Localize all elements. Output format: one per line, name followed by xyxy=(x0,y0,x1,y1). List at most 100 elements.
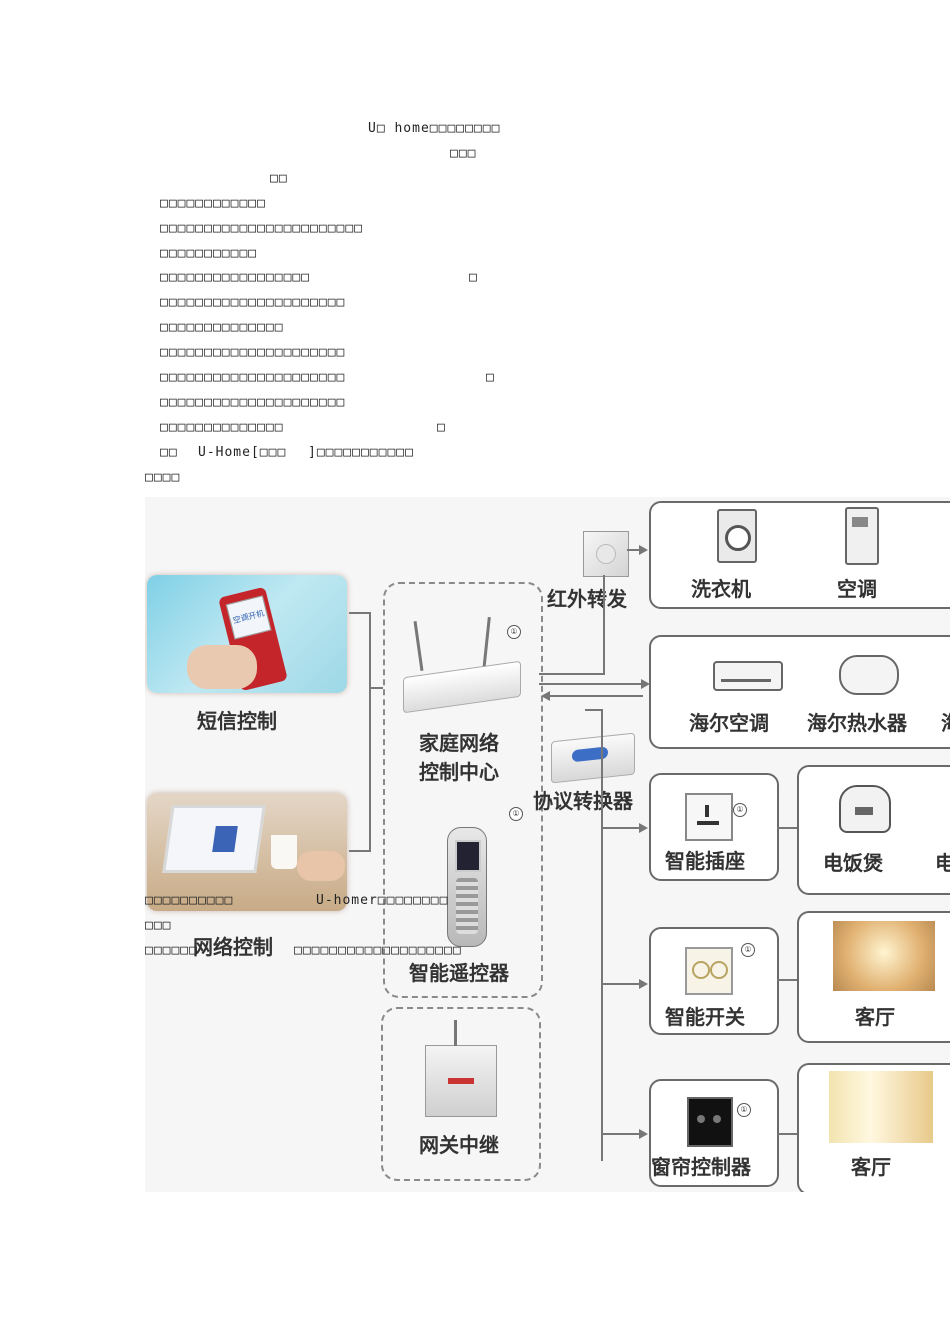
overlay-line: □□□□□□□□□□ xyxy=(145,893,234,908)
gateway-icon xyxy=(425,1020,497,1117)
arrow-icon xyxy=(639,545,648,555)
connector xyxy=(777,1133,799,1135)
smart-home-network-diagram: 空调开机 短信控制 网络控制 ① 家庭网络 控制中心 ① 智能遥控器 网关中继 xyxy=(145,497,950,1192)
connector xyxy=(601,709,603,1161)
connector xyxy=(585,709,603,711)
socket-icon xyxy=(685,793,733,841)
haier-extra-label: 海 xyxy=(941,707,950,736)
laptop-screen-icon xyxy=(162,805,266,873)
body-line: □□□□□□□□□□□□□□ xyxy=(160,420,284,435)
overlay-line: □□□ xyxy=(145,918,172,933)
wall-aircon-icon xyxy=(713,661,783,691)
water-heater-icon xyxy=(839,655,899,695)
aircon-label: 空调 xyxy=(837,577,877,601)
connector xyxy=(777,827,799,829)
rice-cooker-label: 电饭煲 xyxy=(823,851,883,875)
badge-icon: ① xyxy=(737,1103,751,1117)
haier-aircon-label: 海尔空调 xyxy=(689,711,769,735)
badge-icon: ① xyxy=(507,625,521,639)
connector xyxy=(601,827,641,829)
body-line: □□□□□□□□□□□□ xyxy=(160,196,266,211)
body-line: □□ xyxy=(160,445,178,460)
connector xyxy=(627,549,641,551)
living-room-label-1: 客厅 xyxy=(855,1005,895,1029)
ir-forwarder-icon xyxy=(583,531,629,577)
aircon-tower-icon xyxy=(845,507,879,565)
body-line: □□□□□□□□□□□ xyxy=(160,246,258,261)
arrow-icon xyxy=(639,979,648,989)
badge-icon: ① xyxy=(733,803,747,817)
body-line-trail: □ xyxy=(486,370,495,385)
hand-shape xyxy=(297,851,345,881)
protocol-converter-icon xyxy=(551,732,635,784)
connector xyxy=(539,673,605,675)
connector xyxy=(349,850,371,852)
badge-icon: ① xyxy=(741,943,755,957)
washer-label: 洗衣机 xyxy=(691,577,751,601)
connector xyxy=(601,983,641,985)
body-line: □□□□□□□□□□□□□□□□□□□□□ xyxy=(160,345,346,360)
hand-shape xyxy=(187,645,257,689)
section-heading: □□ xyxy=(270,171,288,186)
connector xyxy=(349,612,371,614)
body-line: □□□□□□□□□□□□□□□□□□□□□ xyxy=(160,395,346,410)
control-center-group xyxy=(383,582,543,998)
web-control-label: 网络控制 xyxy=(193,935,273,959)
body-line-trail: □ xyxy=(437,420,446,435)
body-line: U-Home[□□□ xyxy=(198,445,287,460)
connector xyxy=(603,575,605,673)
sms-control-photo: 空调开机 xyxy=(147,575,347,693)
overlay-line: □□□□□□□□□□□□□□□□□□□ xyxy=(294,943,462,958)
ir-forward-label: 红外转发 xyxy=(547,587,627,611)
web-control-photo xyxy=(147,793,347,911)
smart-socket-label: 智能插座 xyxy=(665,849,745,873)
overlay-line: U-homer□□□□□□□□ xyxy=(316,893,449,908)
remote-icon xyxy=(447,827,487,947)
network-center-label: 家庭网络 控制中心 xyxy=(419,731,499,784)
body-line: ]□□□□□□□□□□□ xyxy=(308,445,414,460)
connector xyxy=(601,1133,641,1135)
protocol-converter-label: 协议转换器 xyxy=(533,789,633,813)
body-line: □□□□ xyxy=(145,470,181,485)
living-room-photo xyxy=(833,921,935,991)
washer-icon xyxy=(717,509,757,563)
curtain-room-photo xyxy=(829,1071,933,1143)
rice-cooker-icon xyxy=(839,785,891,833)
body-line: □□□□□□□□□□□□□□□□□□□□□ xyxy=(160,295,346,310)
body-line: □□□□□□□□□□□□□□□□□ xyxy=(160,270,311,285)
screen-panel xyxy=(212,826,238,852)
living-room-label-2: 客厅 xyxy=(851,1155,891,1179)
gateway-group xyxy=(381,1007,541,1181)
body-line: □□□□□□□□□□□□□□□□□□□□□ xyxy=(160,370,346,385)
body-line: □□□□□□□□□□□□□□□□□□□□□□□ xyxy=(160,221,364,236)
overlay-line: □□□□□□ xyxy=(145,943,198,958)
connector xyxy=(549,695,643,697)
appliance-group-ir xyxy=(649,501,950,609)
curtain-controller-label: 窗帘控制器 xyxy=(651,1155,751,1179)
doc-title: U□ home□□□□□□□□ xyxy=(368,121,501,136)
gateway-relay-label: 网关中继 xyxy=(419,1133,499,1157)
haier-heater-label: 海尔热水器 xyxy=(807,711,907,735)
badge-icon: ① xyxy=(509,807,523,821)
arrow-icon xyxy=(639,823,648,833)
phone-screen: 空调开机 xyxy=(225,595,272,640)
router-icon xyxy=(403,616,521,714)
connector xyxy=(371,687,383,689)
curtain-panel-icon xyxy=(687,1097,733,1147)
cup-icon xyxy=(271,835,297,869)
arrow-icon xyxy=(641,679,650,689)
smart-remote-label: 智能遥控器 xyxy=(409,961,509,985)
sms-control-label: 短信控制 xyxy=(197,709,277,733)
rice-extra-label: 电 xyxy=(935,851,950,875)
body-line-trail: □ xyxy=(469,270,478,285)
connector xyxy=(369,612,371,852)
arrow-icon xyxy=(541,691,550,701)
connector xyxy=(777,979,799,981)
appliance-group-haier xyxy=(649,635,950,749)
smart-switch-label: 智能开关 xyxy=(665,1005,745,1029)
switch-icon xyxy=(685,947,733,995)
body-line: □□□□□□□□□□□□□□ xyxy=(160,320,284,335)
doc-subtitle: □□□ xyxy=(450,146,477,161)
connector xyxy=(539,683,643,685)
arrow-icon xyxy=(639,1129,648,1139)
